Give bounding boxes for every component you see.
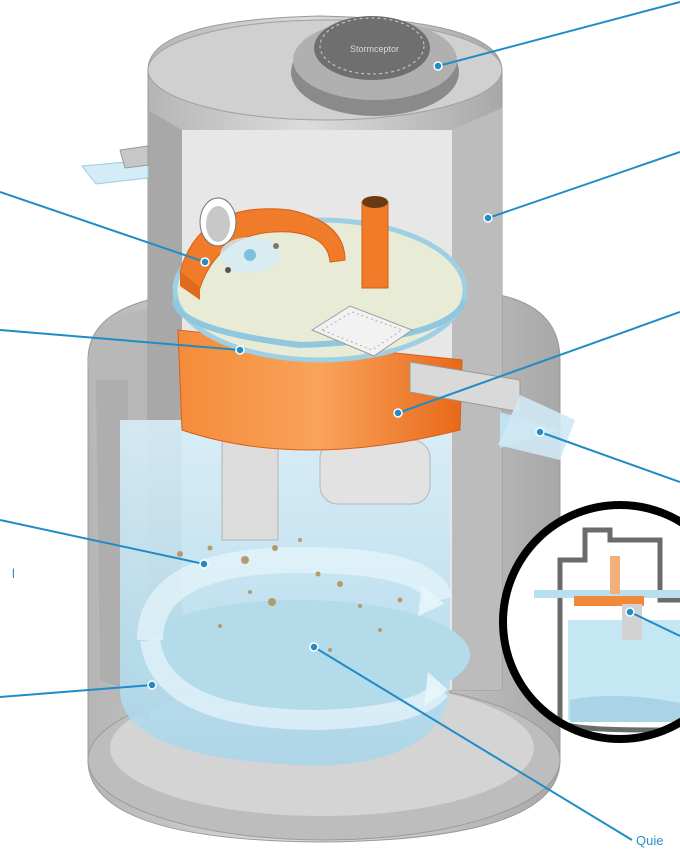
dot-manhole-cover — [434, 62, 442, 70]
quiescent-label-fragment: Quie — [636, 833, 663, 848]
leader-manhole-cover — [438, 2, 680, 66]
dot-sediment — [200, 560, 208, 568]
dot-inset — [626, 608, 634, 616]
leader-riser-wall — [488, 152, 680, 218]
dot-inlet — [201, 258, 209, 266]
inlet-swirl — [220, 237, 280, 273]
left-label-fragment: l — [12, 566, 15, 581]
dot-orange-weir — [394, 409, 402, 417]
dot-chamber-floor — [148, 681, 156, 689]
dot-riser-wall — [484, 214, 492, 222]
dot-outlet-pipe — [536, 428, 544, 436]
manhole-cover-text: Stormceptor — [350, 44, 399, 54]
dot-quiescent-water — [310, 643, 318, 651]
dot-insert-deck — [236, 346, 244, 354]
vent-pipe — [362, 196, 388, 288]
